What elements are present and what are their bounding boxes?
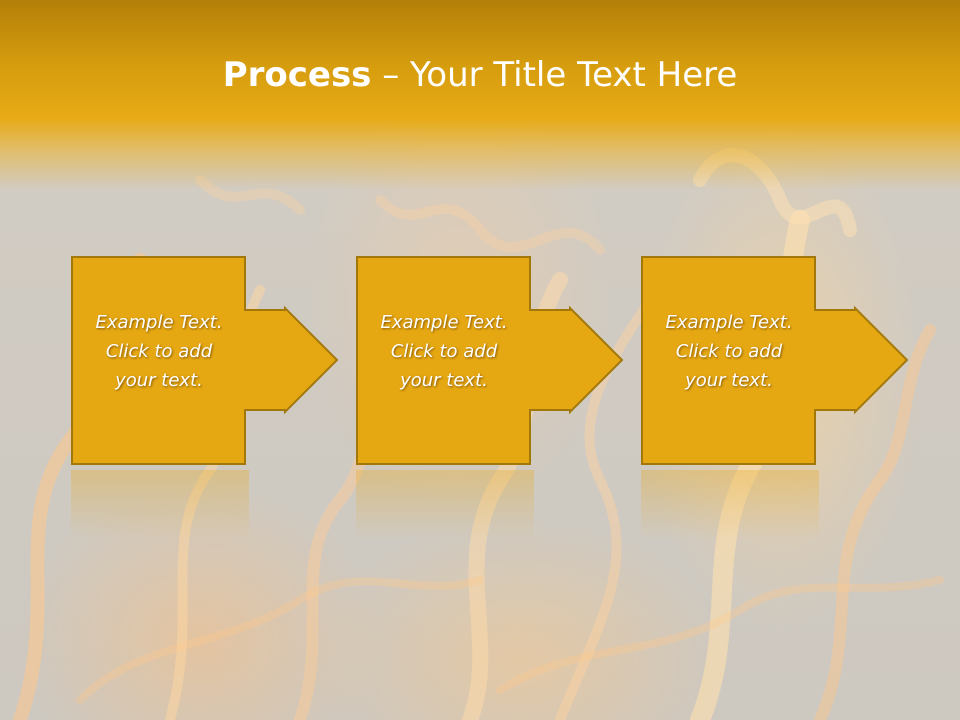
step-3-arrow-shape xyxy=(641,256,909,465)
step-1-line-3: your text. xyxy=(115,370,203,391)
step-2-line-2: Click to add xyxy=(390,341,498,362)
header-band xyxy=(0,0,960,190)
step-1-text[interactable]: Example Text. Click to add your text. xyxy=(77,308,241,395)
step-2-line-3: your text. xyxy=(400,370,488,391)
step-2-reflection xyxy=(356,470,534,540)
step-1-line-1: Example Text. xyxy=(95,312,223,333)
step-3-line-3: your text. xyxy=(685,370,773,391)
step-1-arrow-shape xyxy=(71,256,339,465)
step-3-line-1: Example Text. xyxy=(665,312,793,333)
slide-title[interactable]: Process – Your Title Text Here xyxy=(0,52,960,98)
process-step-1[interactable]: Example Text. Click to add your text. xyxy=(71,256,341,468)
step-1-line-2: Click to add xyxy=(105,341,213,362)
process-step-3[interactable]: Example Text. Click to add your text. xyxy=(641,256,911,468)
step-2-arrow-shape xyxy=(356,256,624,465)
process-step-2[interactable]: Example Text. Click to add your text. xyxy=(356,256,626,468)
step-3-reflection xyxy=(641,470,819,540)
step-3-line-2: Click to add xyxy=(675,341,783,362)
step-1-reflection xyxy=(71,470,249,540)
step-3-text[interactable]: Example Text. Click to add your text. xyxy=(647,308,811,395)
title-bold: Process xyxy=(222,55,372,95)
title-rest: – Your Title Text Here xyxy=(371,55,738,95)
step-2-line-1: Example Text. xyxy=(380,312,508,333)
step-2-text[interactable]: Example Text. Click to add your text. xyxy=(362,308,526,395)
